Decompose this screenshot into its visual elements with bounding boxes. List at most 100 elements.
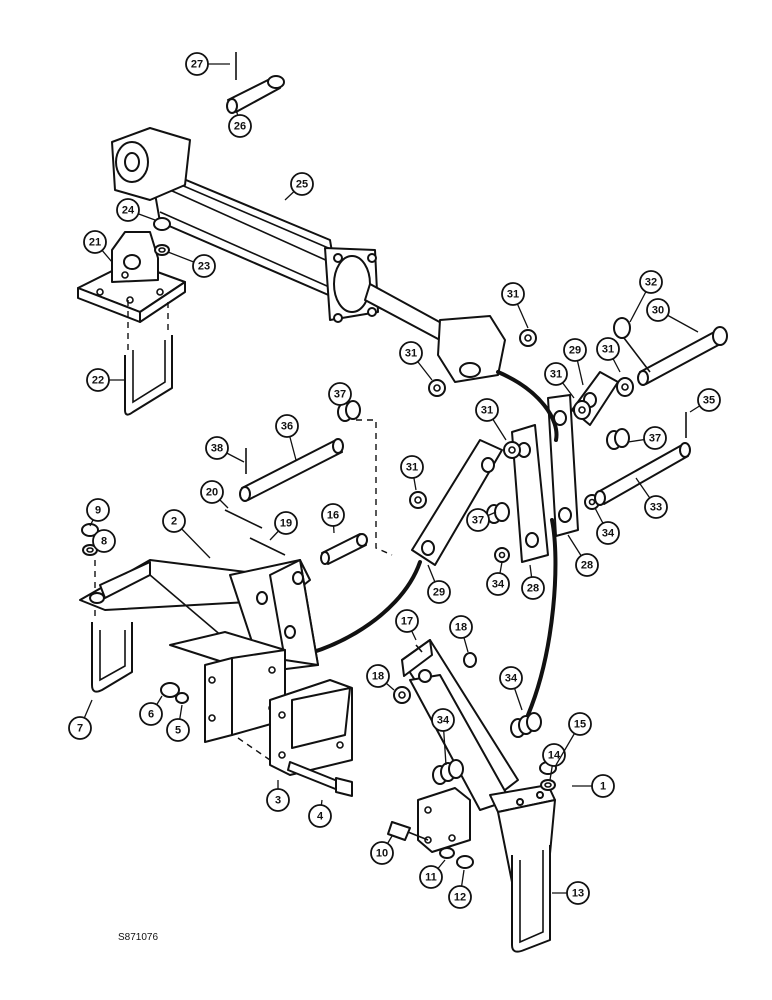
bracket-3 — [169, 631, 353, 776]
callout-circle — [321, 503, 345, 527]
callout-18: 18 — [449, 615, 473, 653]
callout-10: 10 — [370, 835, 394, 865]
callout-circle — [542, 743, 566, 767]
callout-number: 9 — [95, 505, 101, 517]
callout-circle — [427, 580, 451, 604]
callout-22: 22 — [86, 368, 125, 392]
spacer-37 — [486, 502, 510, 524]
bolt-4 — [287, 761, 353, 797]
callout-circle — [591, 774, 615, 798]
callout-11: 11 — [419, 859, 446, 889]
callout-circle — [639, 270, 663, 294]
callout-circle — [86, 498, 110, 522]
callout-9: 9 — [86, 498, 110, 527]
callout-24: 24 — [116, 198, 156, 222]
callout-8: 8 — [92, 529, 116, 553]
callout-circle — [596, 337, 620, 361]
callout-circle — [563, 338, 587, 362]
callout-23: 23 — [167, 251, 216, 278]
callout-15: 15 — [555, 712, 592, 766]
nut-12 — [456, 855, 474, 869]
callout-number: 7 — [77, 723, 83, 735]
guide-line — [356, 419, 393, 556]
callout-25: 25 — [284, 172, 314, 201]
callout-18: 18 — [366, 664, 395, 691]
callout-number: 37 — [472, 515, 484, 527]
callout-circle — [274, 511, 298, 535]
pin-33 — [594, 442, 691, 506]
plate-29-lower — [411, 439, 503, 566]
callout-29: 29 — [427, 564, 451, 604]
callout-number: 25 — [296, 179, 308, 191]
callout-37: 37 — [328, 382, 352, 406]
callout-number: 31 — [550, 369, 562, 381]
callout-number: 17 — [401, 616, 413, 628]
callout-32: 32 — [629, 270, 663, 323]
callout-circle — [275, 414, 299, 438]
callout-number: 31 — [507, 289, 519, 301]
callout-circle — [644, 495, 668, 519]
callout-number: 1 — [600, 781, 606, 793]
lynch-pin-32 — [613, 317, 651, 373]
callout-circle — [86, 368, 110, 392]
callout-number: 10 — [376, 848, 388, 860]
callout-35: 35 — [689, 388, 721, 413]
callout-19: 19 — [269, 511, 298, 541]
nut-9 — [81, 523, 99, 537]
washer-31 — [616, 377, 634, 397]
callout-number: 24 — [122, 205, 135, 217]
callout-circle — [166, 718, 190, 742]
roll-pin-20 — [224, 509, 263, 529]
callout-circle — [566, 881, 590, 905]
callout-number: 20 — [206, 487, 218, 499]
callout-number: 26 — [234, 121, 246, 133]
callout-circle — [68, 716, 92, 740]
callout-5: 5 — [166, 704, 190, 742]
callout-31: 31 — [596, 337, 621, 373]
callout-number: 11 — [425, 872, 437, 884]
callout-circle — [475, 398, 499, 422]
callout-circle — [266, 788, 290, 812]
pin-16 — [320, 533, 368, 565]
callout-circle — [431, 708, 455, 732]
callout-number: 18 — [372, 671, 384, 683]
callout-number: 31 — [602, 344, 614, 356]
callout-number: 21 — [89, 237, 101, 249]
callout-circle — [499, 666, 523, 690]
callout-number: 34 — [505, 673, 518, 685]
callout-number: 29 — [569, 345, 581, 357]
callout-number: 12 — [454, 892, 466, 904]
callout-number: 33 — [650, 502, 662, 514]
callout-33: 33 — [635, 477, 668, 519]
callout-circle — [449, 615, 473, 639]
callout-number: 4 — [317, 811, 324, 823]
callout-number: 5 — [175, 725, 181, 737]
callout-circle — [116, 198, 140, 222]
callout-17: 17 — [395, 609, 419, 641]
callout-circle — [395, 609, 419, 633]
spacer-34 — [432, 759, 464, 785]
callout-circle — [162, 509, 186, 533]
callout-number: 6 — [148, 709, 154, 721]
callout-circle — [646, 298, 670, 322]
callout-circle — [400, 455, 424, 479]
callout-38: 38 — [205, 436, 245, 463]
roll-pin-17 — [415, 644, 423, 653]
bracket-2 — [79, 559, 319, 673]
callout-37: 37 — [466, 508, 497, 532]
callout-number: 8 — [101, 536, 107, 548]
callout-number: 18 — [455, 622, 467, 634]
callout-21: 21 — [83, 230, 113, 263]
callout-circle — [501, 282, 525, 306]
callout-20: 20 — [200, 480, 229, 509]
callout-37: 37 — [627, 426, 667, 450]
callout-circle — [185, 52, 209, 76]
callout-circle — [192, 254, 216, 278]
callout-31: 31 — [501, 282, 529, 329]
pin-30 — [637, 326, 728, 386]
u-bolt-7 — [91, 622, 133, 693]
callout-circle — [200, 480, 224, 504]
callout-6: 6 — [139, 695, 163, 726]
callout-number: 37 — [334, 389, 346, 401]
callout-circle — [521, 576, 545, 600]
